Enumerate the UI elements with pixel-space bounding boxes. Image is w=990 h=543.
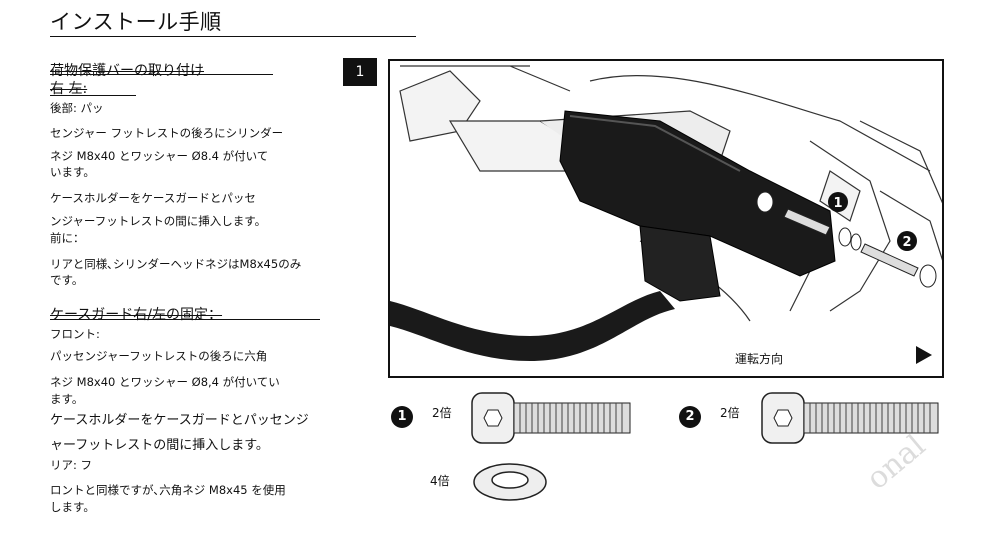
section2-line: します。 (50, 500, 95, 514)
section1-heading: 荷物保護バーの取り付け (50, 63, 204, 79)
section1-subheading: 右 左: (50, 81, 88, 97)
part-1-qty: 2倍 (432, 406, 452, 420)
section2-line: ます。 (50, 392, 84, 406)
section1-rear-line: ンジャーフットレストの間に挿入します。 (50, 214, 267, 228)
part-1-badge: 1 (391, 406, 413, 428)
section1-rear-label: 後部: パッ (50, 101, 104, 115)
section2-line: ャーフットレストの間に挿入します。 (50, 438, 269, 453)
illustration-drawing: 1 2 運転方向 (390, 65, 942, 366)
part-2-badge: 2 (679, 406, 701, 428)
washer-icon (473, 463, 547, 501)
part-2-qty: 2倍 (720, 406, 740, 420)
washer-qty: 4倍 (430, 474, 450, 488)
section2-front-label: フロント: (50, 327, 100, 341)
section1-rear-line: ネジ M8x40 とワッシャー Ø8.4 が付いて (50, 149, 269, 163)
callout-1-label: 1 (833, 196, 842, 211)
section1-front-line: リアと同様､シリンダーヘッドネジはM8x45のみ (50, 257, 302, 271)
section2-heading-rule (50, 319, 320, 320)
section2-rear-label: リア: フ (50, 458, 93, 472)
section1-rear-line: センジャー フットレストの後ろにシリンダー (50, 126, 284, 140)
installation-illustration: 1 2 運転方向 (388, 59, 944, 378)
bolt-m8x40-icon (471, 392, 631, 444)
direction-arrow-icon (916, 346, 932, 364)
bolt-m8x45-icon (761, 392, 939, 444)
section2-line: ケースホルダーをケースガードとパッセンジ (50, 413, 309, 428)
case-guard-bar (390, 291, 675, 361)
section1-rear-line: います。 (50, 165, 95, 179)
section2-line: パッセンジャーフットレストの後ろに六角 (50, 349, 268, 363)
section1-front-line: です。 (50, 273, 84, 287)
section2-heading: ケースガード右/左の固定： (50, 307, 223, 323)
bolt-1-assembly (756, 191, 862, 251)
section1-subheading-rule (50, 95, 136, 96)
bolt-2-assembly (860, 243, 937, 288)
section2-line: ロントと同様ですが､六角ネジ M8x45 を使用 (50, 483, 286, 497)
step-number-badge: 1 (343, 58, 377, 86)
callout-1-badge (828, 192, 848, 212)
section1-front-label: 前に： (50, 231, 85, 245)
page-title: インストール手順 (50, 8, 416, 37)
callout-2-badge (897, 231, 917, 251)
case-holder-bracket (559, 110, 836, 302)
section1-rear-line: ケースホルダーをケースガードとパッセ (50, 191, 256, 205)
callout-2-label: 2 (902, 235, 911, 250)
direction-label: 運転方向 (735, 351, 783, 366)
section1-heading-rule (50, 74, 273, 75)
section2-line: ネジ M8x40 とワッシャー Ø8,4 が付いてい (50, 375, 280, 389)
